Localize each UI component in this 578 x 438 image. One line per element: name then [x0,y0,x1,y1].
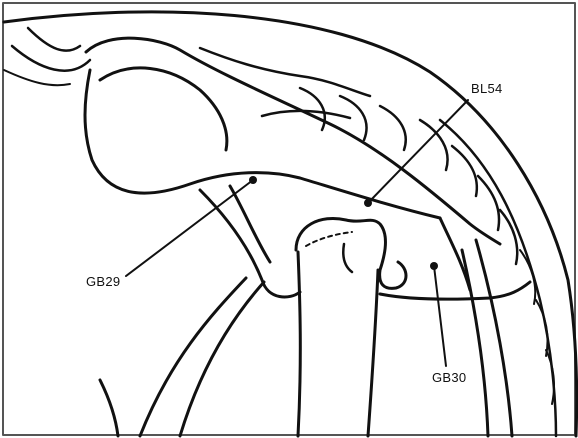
thigh-line [476,240,512,436]
muscle-fibers [500,210,517,264]
ischium-inner [230,186,270,262]
bl54-label: BL54 [471,82,503,95]
muscle-fibers [546,350,554,404]
bl54-leader-line [368,100,468,203]
thigh-line [140,278,246,436]
muscle-strand [4,70,70,85]
muscle-fibers [380,106,406,150]
muscle-fibers [200,48,370,96]
image-frame [3,3,575,435]
iliac-crest [100,68,227,150]
inner-contour [440,120,556,436]
thigh-line [100,380,118,436]
trochanter-notch [343,244,352,272]
ischium [200,190,300,297]
muscle-fibers [300,88,325,130]
pelvic-edge [440,218,470,290]
muscle-fibers [262,111,350,118]
femur-shaft-right [368,270,378,436]
gb29-label: GB29 [86,275,120,288]
muscle-strand [28,28,80,51]
muscle-fibers [340,96,367,140]
gb30-label: GB30 [432,371,466,384]
femoral-head [296,218,406,288]
muscle-strand [12,46,90,71]
femur-shaft-left [298,252,300,436]
gb30-leader-line [434,266,446,366]
